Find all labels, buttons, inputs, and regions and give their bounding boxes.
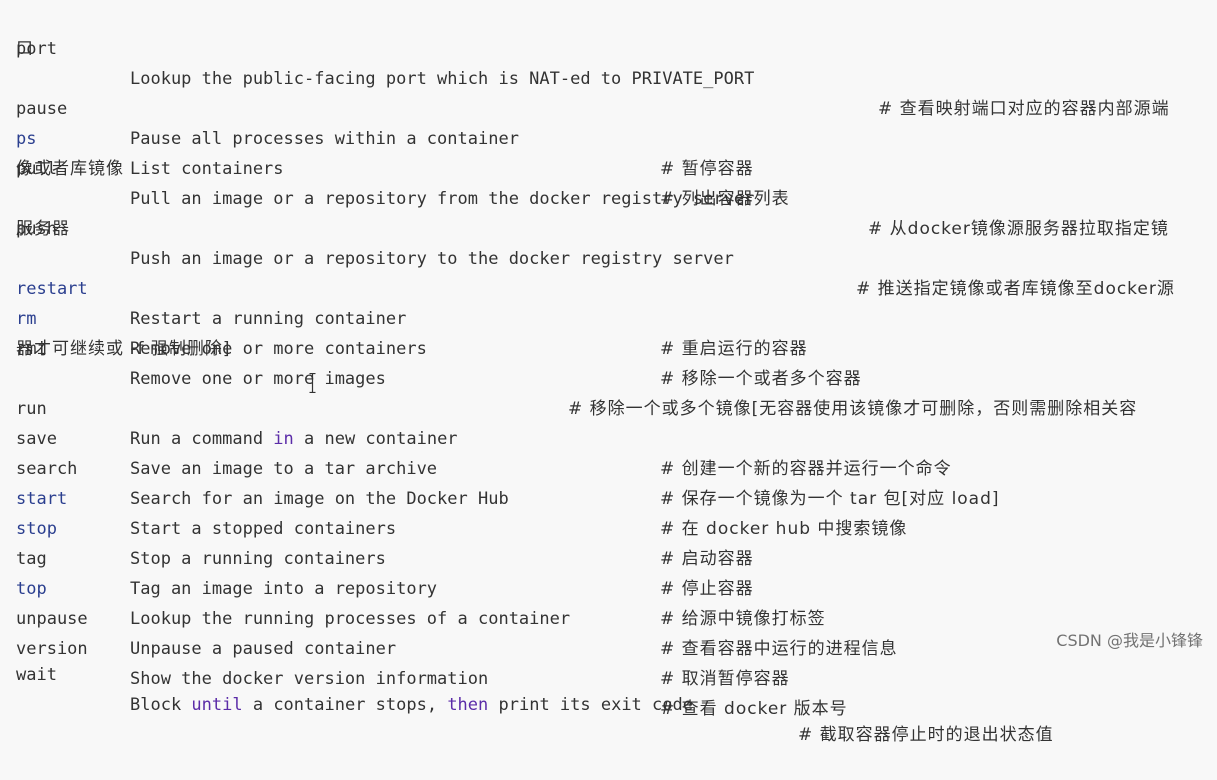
command-name: restart <box>16 279 88 299</box>
command-comment: # 移除一个或者多个容器 <box>660 369 862 389</box>
command-row-save: save Save an image to a tar archive # 保存… <box>16 394 999 509</box>
command-row-push: push Push an image or a repository to th… <box>16 184 1174 299</box>
command-name: port <box>16 39 57 59</box>
command-description: Pull an image or a repository from the d… <box>130 189 755 209</box>
command-comment: # 推送指定镜像或者库镜像至docker源 <box>856 279 1175 299</box>
command-name: tag <box>16 549 47 569</box>
command-description: Remove one or more containers <box>130 339 427 359</box>
command-row-wait: wait Block until a container stops, then… <box>16 630 1053 745</box>
command-description: Push an image or a repository to the doc… <box>130 249 734 269</box>
command-description: Save an image to a tar archive <box>130 459 438 479</box>
command-comment: # 查看映射端口对应的容器内部源端 <box>878 99 1170 119</box>
comment-continuation: 像或者库镜像 <box>16 159 124 179</box>
command-name: stop <box>16 519 57 539</box>
command-row-restart: restart Restart a running container # 重启… <box>16 244 807 359</box>
command-comment: # 给源中镜像打标签 <box>660 609 826 629</box>
command-row-unpause: unpause Unpause a paused container # 取消暂… <box>16 574 789 689</box>
command-description: Remove one or more images <box>130 369 386 389</box>
command-row-search: search Search for an image on the Docker… <box>16 424 906 539</box>
command-row-rm: rm Remove one or more containers # 移除一个或… <box>16 274 861 389</box>
description-text: a container stops, <box>242 695 448 715</box>
command-comment: # 在 docker hub 中搜索镜像 <box>660 519 908 539</box>
command-name: version <box>16 639 88 659</box>
command-name: run <box>16 399 47 419</box>
command-description: Pause all processes within a container <box>130 129 519 149</box>
command-comment: # 暂停容器 <box>660 159 754 179</box>
command-comment: # 启动容器 <box>660 549 754 569</box>
command-description: Tag an image into a repository <box>130 579 438 599</box>
docker-commands-document: port Lookup the public-facing port which… <box>16 4 1203 745</box>
inline-keyword: then <box>447 695 489 715</box>
comment-continuation: 器才可继续或 -f 强制删除] <box>16 339 231 359</box>
description-text: print its exit code <box>488 695 693 715</box>
command-name: pause <box>16 99 68 119</box>
command-name: start <box>16 489 68 509</box>
description-text: a new container <box>293 429 458 449</box>
command-name: ps <box>16 129 37 149</box>
comment-continuation: 口 <box>16 39 34 59</box>
command-comment: # 重启运行的容器 <box>660 339 808 359</box>
comment-continuation: 服务器 <box>16 219 70 239</box>
command-name: unpause <box>16 609 88 629</box>
command-description: Run a command in a new container <box>130 424 458 454</box>
command-row-port: port Lookup the public-facing port which… <box>16 4 1169 119</box>
command-row-stop: stop Stop a running containers # 停止容器 <box>16 484 753 599</box>
command-description: Stop a running containers <box>130 549 386 569</box>
command-row-run: run Run a command in a new container # 创… <box>16 364 951 479</box>
command-row-pull: pull Pull an image or a repository from … <box>16 124 1168 239</box>
command-name: rm <box>16 309 37 329</box>
text-cursor-icon <box>309 373 316 393</box>
command-comment: # 移除一个或多个镜像[无容器使用该镜像才可删除，否则需删除相关容 <box>568 399 1138 419</box>
command-description: Lookup the public-facing port which is N… <box>130 69 755 89</box>
command-name: rmi <box>16 339 47 359</box>
command-description: Lookup the running processes of a contai… <box>130 609 571 629</box>
description-text: Block <box>130 695 192 715</box>
command-row-start: start Start a stopped containers # 启动容器 <box>16 454 753 569</box>
command-row-tag: tag Tag an image into a repository # 给源中… <box>16 514 825 629</box>
command-comment: # 查看容器中运行的进程信息 <box>660 639 898 659</box>
command-comment: # 停止容器 <box>660 579 754 599</box>
command-description: Search for an image on the Docker Hub <box>130 489 509 509</box>
inline-keyword: until <box>191 695 243 715</box>
description-text: Run a command <box>130 429 274 449</box>
inline-keyword: in <box>273 429 294 449</box>
command-comment: # 列出容器列表 <box>660 189 790 209</box>
command-description: List containers <box>130 159 284 179</box>
command-comment: # 保存一个镜像为一个 tar 包[对应 load] <box>660 489 1000 509</box>
command-name: top <box>16 579 47 599</box>
command-row-pause: pause Pause all processes within a conta… <box>16 64 753 179</box>
command-comment: # 创建一个新的容器并运行一个命令 <box>660 459 952 479</box>
command-row-ps: ps List containers # 列出容器列表 <box>16 94 789 209</box>
command-description: Unpause a paused container <box>130 639 397 659</box>
command-name: save <box>16 429 57 449</box>
watermark: CSDN @我是小锋锋 <box>1056 631 1203 650</box>
command-row-rmi: rmi Remove one or more images # 移除一个或多个镜… <box>16 304 1136 419</box>
command-name: wait <box>16 665 57 685</box>
command-description: Start a stopped containers <box>130 519 397 539</box>
command-comment: # 截取容器停止时的退出状态值 <box>798 725 1054 745</box>
command-comment: # 从docker镜像源服务器拉取指定镜 <box>868 219 1169 239</box>
command-name: push <box>16 219 57 239</box>
command-description: Block until a container stops, then prin… <box>130 690 693 720</box>
command-row-top: top Lookup the running processes of a co… <box>16 544 897 659</box>
command-name: search <box>16 459 78 479</box>
command-description: Restart a running container <box>130 309 407 329</box>
command-name: pull <box>16 159 57 179</box>
